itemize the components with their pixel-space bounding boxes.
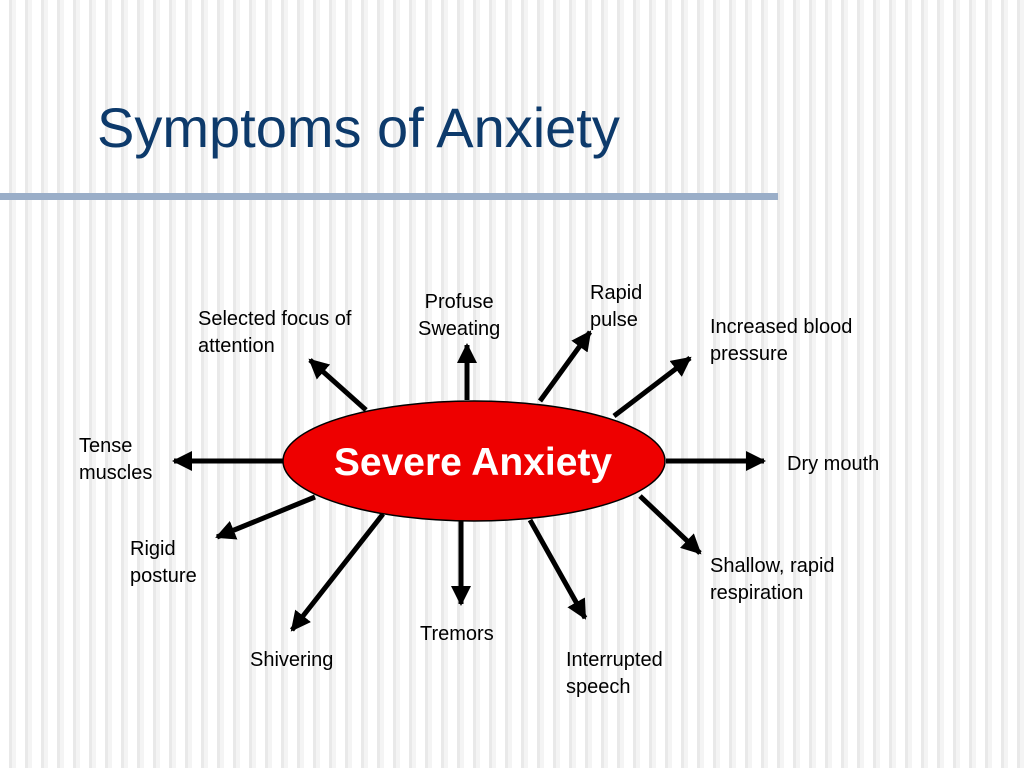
symptom-shivering: Shivering [250, 649, 334, 671]
title-divider [0, 193, 778, 200]
arrow-rapid-pulse [537, 330, 593, 403]
arrow-interrupted-speech [527, 518, 588, 620]
arrow-selected-focus [308, 358, 368, 412]
arrow-rigid-posture [215, 494, 316, 540]
arrow-shivering [290, 512, 385, 632]
symptom-rigid-posture: Rigid posture [130, 538, 197, 587]
symptom-dry-mouth: Dry mouth [787, 453, 880, 475]
symptom-shallow-respiration: Shallow, rapid respiration [710, 555, 835, 604]
symptom-increased-blood-pressure: Increased blood pressure [710, 316, 853, 365]
center-ellipse [282, 400, 666, 522]
symptom-interrupted-speech: Interrupted speech [566, 649, 663, 698]
arrow-increased-blood-pressure [612, 356, 692, 418]
arrows [172, 330, 766, 632]
center-node-label: Severe Anxiety [333, 441, 613, 484]
symptom-tremors: Tremors [420, 623, 494, 645]
arrow-shallow-respiration [638, 494, 702, 555]
symptom-rapid-pulse: Rapid pulse [590, 282, 643, 331]
symptom-profuse-sweating: Profuse Sweating [418, 291, 501, 340]
symptom-selected-focus: Selected focus of attention [198, 308, 352, 357]
symptom-tense-muscles: Tense muscles [79, 435, 153, 484]
slide-title: Symptoms of Anxiety [97, 96, 620, 159]
